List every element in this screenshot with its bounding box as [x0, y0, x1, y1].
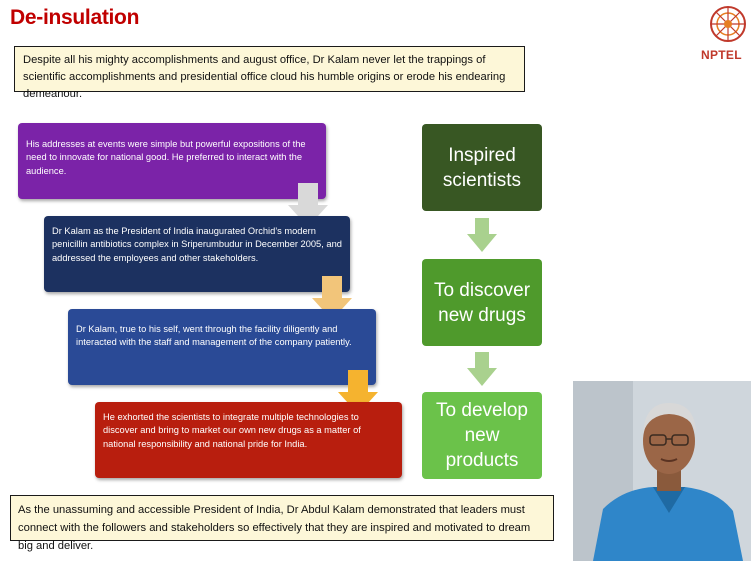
outcome-label: To discover new drugs — [433, 279, 531, 326]
outcome-discover-drugs: To discover new drugs — [422, 259, 542, 346]
step-2-box: Dr Kalam as the President of India inaug… — [44, 216, 350, 292]
outcome-label: Inspired scientists — [442, 144, 522, 191]
step-3-box: Dr Kalam, true to his self, went through… — [68, 309, 376, 385]
down-arrow-icon — [467, 352, 497, 386]
nptel-label: NPTEL — [701, 48, 742, 62]
outcome-inspired-scientists: Inspired scientists — [422, 124, 542, 211]
down-arrow-icon — [467, 218, 497, 252]
slide-title: De-insulation — [10, 6, 140, 29]
outcome-label: To develop new products — [436, 400, 528, 471]
presenter-video-feed — [573, 381, 751, 561]
outcome-develop-products: To develop new products — [422, 392, 542, 479]
step-1-box: His addresses at events were simple but … — [18, 123, 326, 199]
nptel-logo-icon — [705, 2, 751, 64]
step-4-box: He exhorted the scientists to integrate … — [95, 402, 402, 478]
intro-box: Despite all his mighty accomplishments a… — [14, 46, 525, 100]
conclusion-box: As the unassuming and accessible Preside… — [10, 495, 554, 552]
